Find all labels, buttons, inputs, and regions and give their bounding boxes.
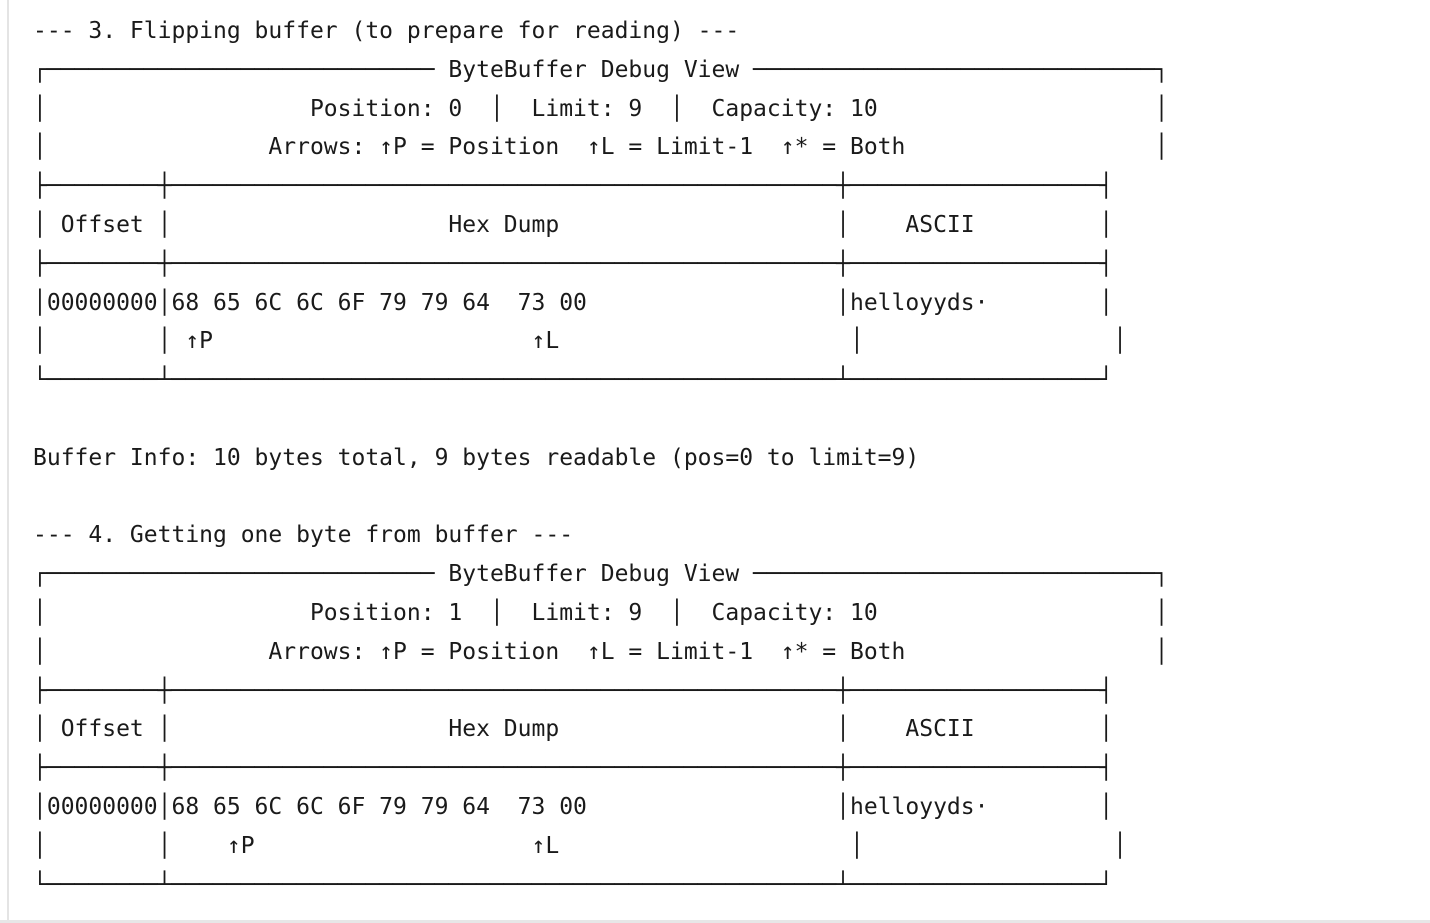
terminal-output: --- 3. Flipping buffer (to prepare for r… [33, 18, 1169, 898]
panel-left-border [7, 0, 9, 923]
panel-bottom-border [0, 920, 1430, 923]
